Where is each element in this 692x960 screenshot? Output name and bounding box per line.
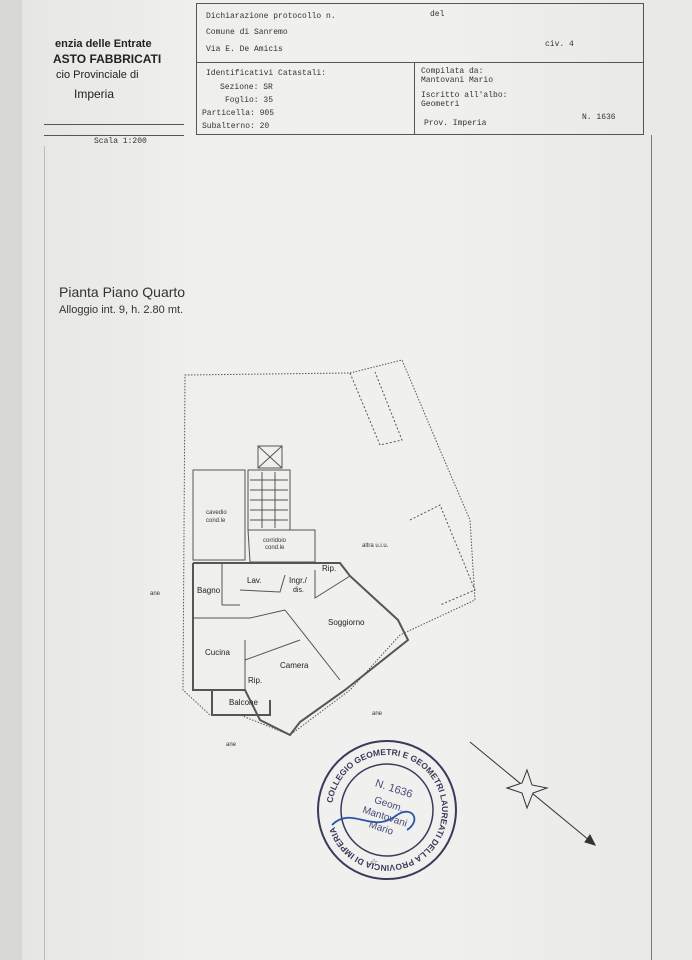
protocol-label: Dichiarazione protocollo n. (206, 12, 336, 21)
scale-box: Scala 1:200 (44, 124, 184, 147)
header-divider (196, 62, 644, 63)
agency-city: Imperia (74, 87, 115, 101)
room-altra-ui-label: altra u.i.u. (362, 543, 389, 549)
header-table (196, 3, 644, 135)
registered-label: Iscritto all'albo: (421, 91, 508, 100)
room-disimpegno-label: dis. (293, 587, 304, 594)
stamp-star-icon: ☆ (370, 857, 378, 867)
frame-border-left (44, 146, 45, 960)
registered-value: Geometri (421, 100, 460, 109)
surveyor-stamp: COLLEGIO GEOMETRI E GEOMETRI LAUREATI DE… (317, 740, 457, 880)
room-ingresso-label: Ingr./ (289, 576, 308, 585)
room-corridoio-label: corridoio (263, 538, 287, 544)
room-ripostiglio-label: Rip. (322, 564, 336, 573)
agency-department: ASTO FABBRICATI (53, 52, 162, 66)
signature-scribble (331, 810, 416, 831)
cadastral-title: Identificativi Catastali: (206, 69, 327, 78)
compass-icon (469, 741, 596, 846)
compiled-by-name: Mantovani Mario (421, 76, 494, 85)
frame-border (651, 135, 652, 960)
foglio-value: Foglio: 35 (225, 96, 274, 105)
room-lav-label: Lav. (247, 576, 262, 585)
civic-number: civ. 4 (545, 40, 574, 49)
plot-boundary (182, 359, 476, 736)
subalterno-value: Subalterno: 20 (202, 122, 270, 131)
area-label-west: ane (150, 591, 161, 597)
registration-number: N. 1636 (582, 113, 616, 122)
document-sheet (22, 0, 692, 960)
comune-label: Comune di Sanremo (206, 28, 288, 37)
room-balcone-label: Balcone (229, 698, 258, 707)
address-label: Via E. De Amicis (206, 45, 283, 54)
room-cavedio-label-2: cond.le (206, 518, 226, 524)
area-label-south: ane (372, 711, 383, 717)
protocol-date-label: del (430, 10, 445, 19)
header-divider-vertical (414, 62, 415, 135)
room-bagno-label: Bagno (197, 586, 221, 595)
compiled-by-label: Compilata da: (421, 67, 484, 76)
province-label: Prov. Imperia (424, 119, 487, 128)
room-cucina-label: Cucina (205, 648, 230, 657)
room-soggiorno-label: Soggiorno (328, 618, 365, 627)
room-ripostiglio-2-label: Rip. (248, 676, 262, 685)
sezione-value: Sezione: SR (220, 83, 273, 92)
scale-label: Scala 1:200 (94, 137, 147, 146)
particella-value: Particella: 905 (202, 109, 275, 118)
agency-name: enzia delle Entrate (55, 38, 152, 50)
room-corridoio-label-2: cond.le (265, 545, 285, 551)
room-cavedio-label: cavedio (206, 510, 227, 516)
area-label-southwest: ane (226, 742, 237, 748)
plan-title: Pianta Piano Quarto (59, 284, 186, 300)
plan-subtitle: Alloggio int. 9, h. 2.80 mt. (59, 304, 184, 316)
room-camera-label: Camera (280, 661, 309, 670)
agency-office: cio Provinciale di (56, 69, 139, 81)
